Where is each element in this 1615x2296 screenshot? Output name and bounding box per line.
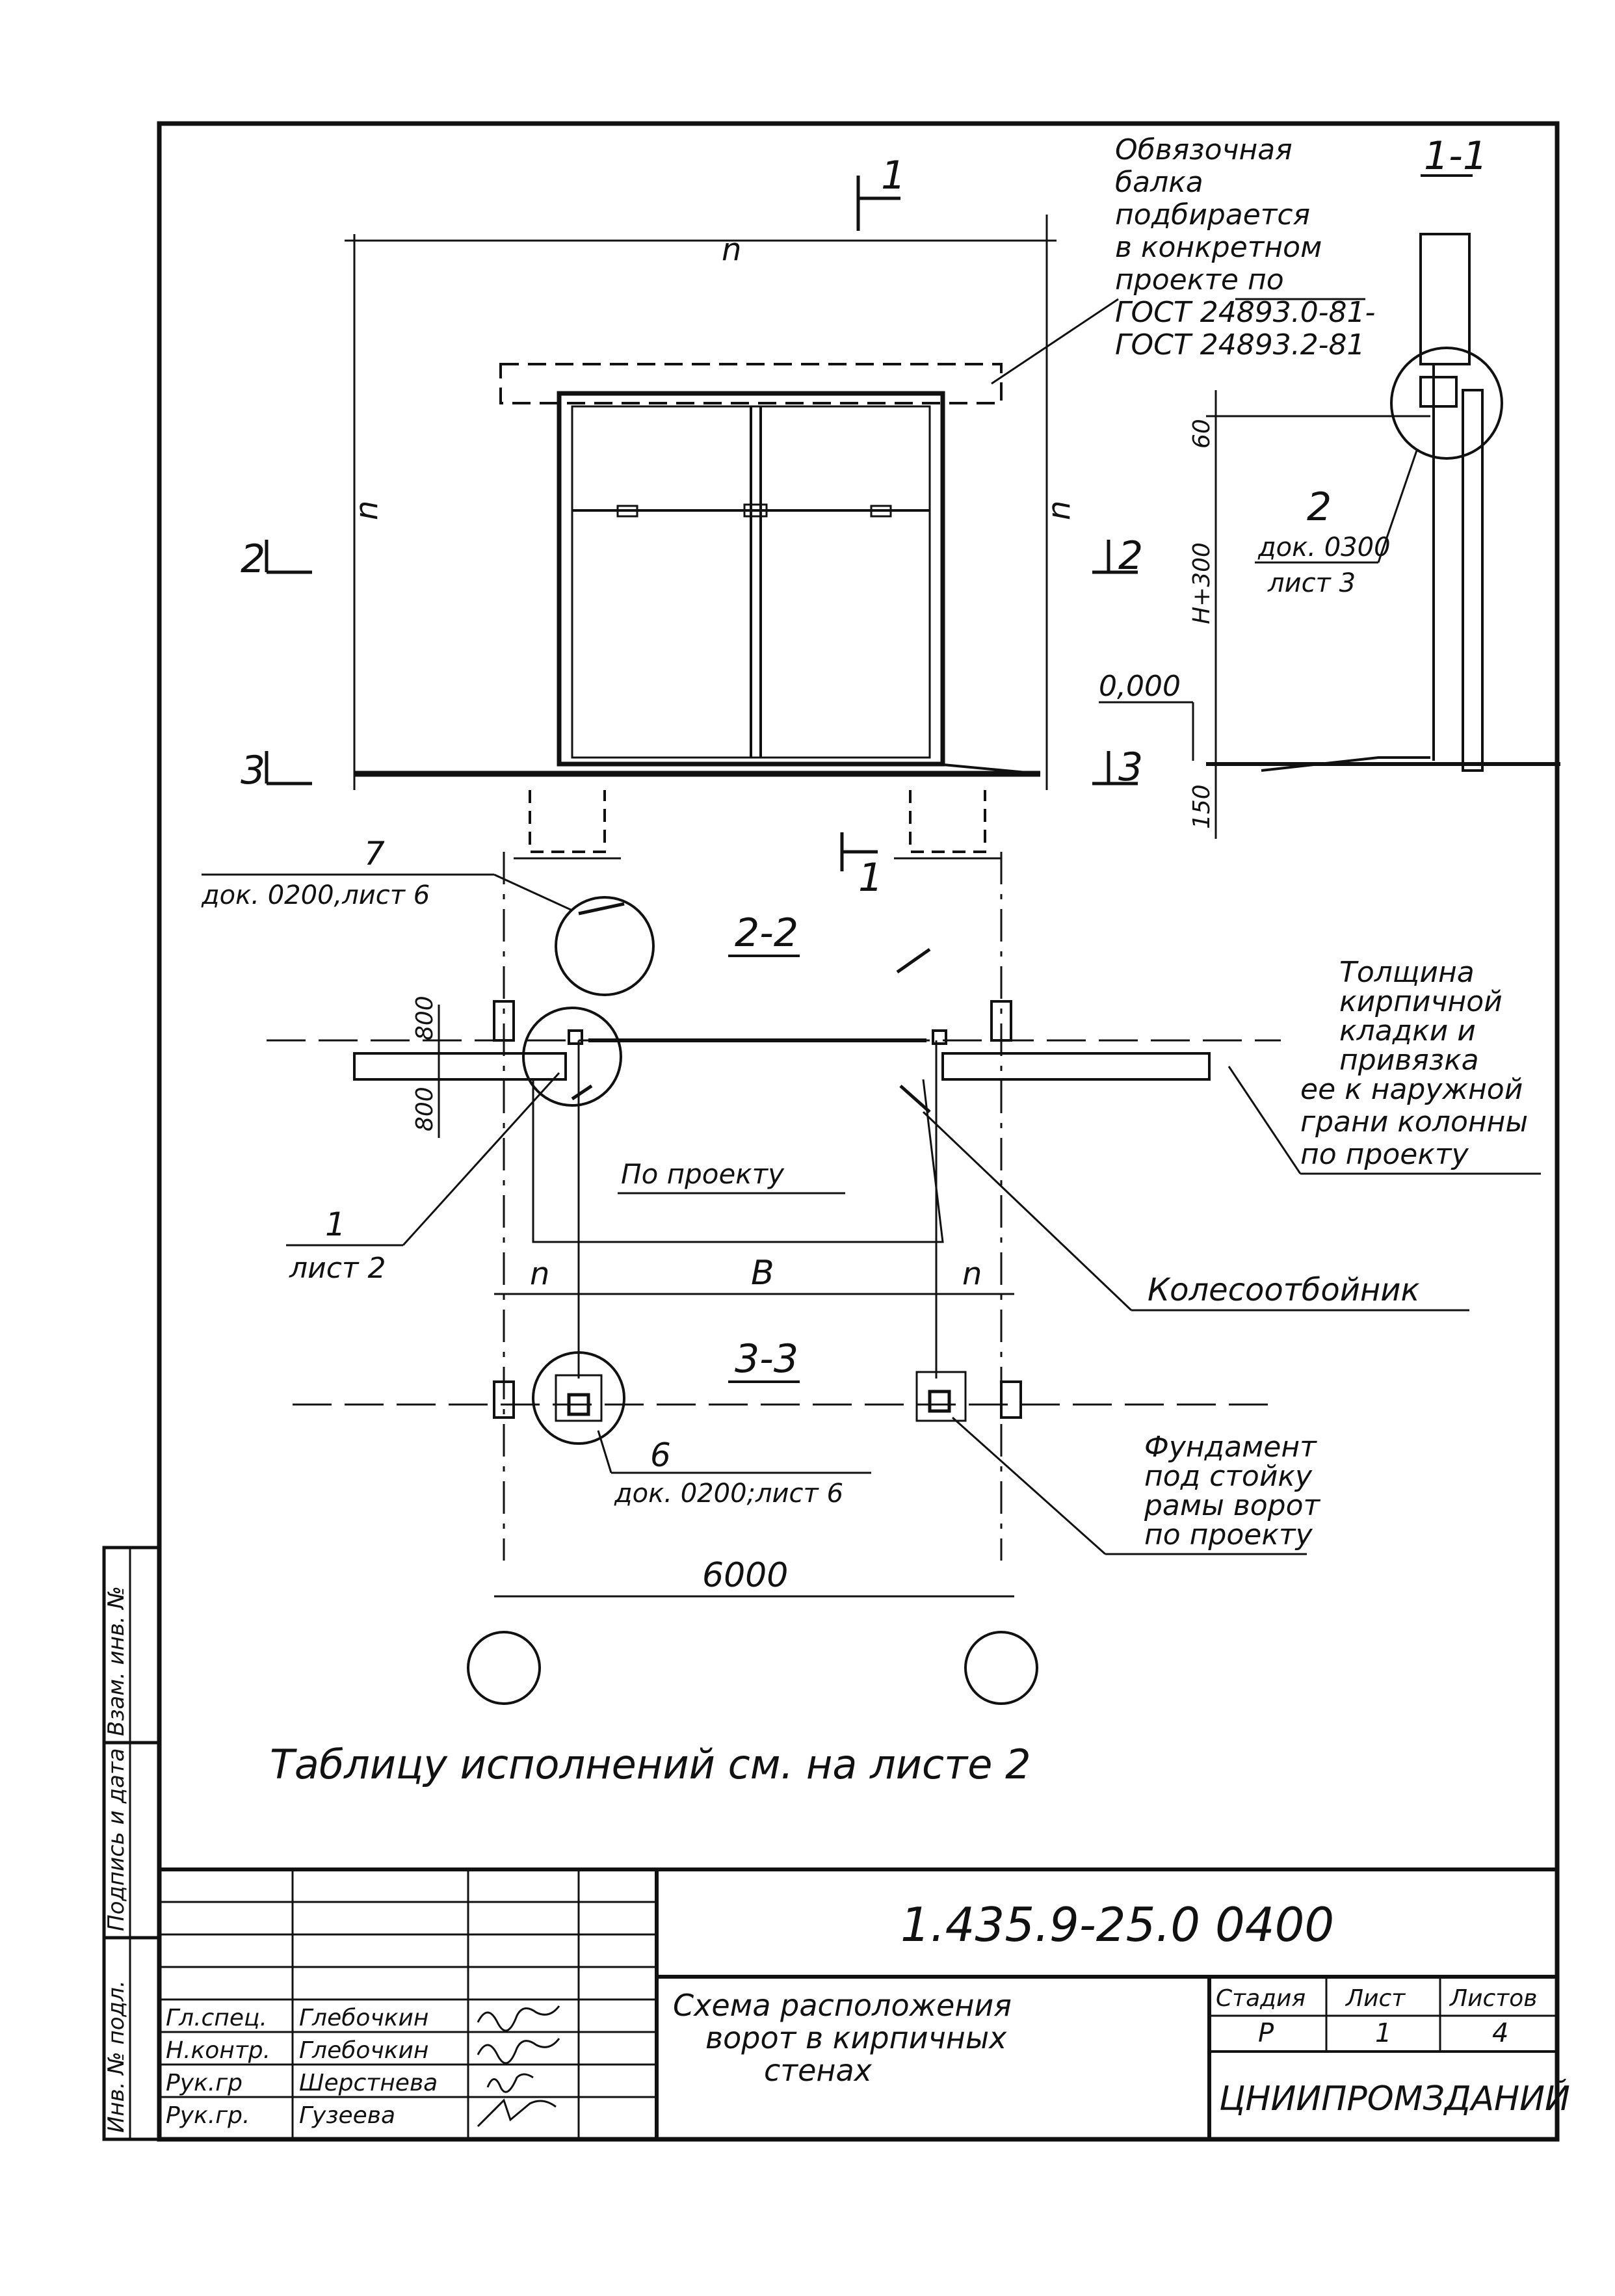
ref6-doc: док. 0200;лист 6: [614, 1479, 843, 1509]
ref2-doc: док. 0300: [1257, 533, 1391, 562]
dim-n-right: n: [1041, 501, 1077, 520]
dim-800-bot: 800: [412, 1087, 438, 1131]
title-block: 1.435.9-25.0 0400 Схема расположения вор…: [159, 1867, 1570, 2139]
dim-n-1: n: [530, 1256, 549, 1292]
ref6-num: 6: [650, 1436, 671, 1474]
sheet-title: Схема расположения ворот в кирпичных сте…: [673, 1988, 1021, 2088]
cut-mark-bottom: 1: [858, 855, 883, 901]
sheet-value: 1: [1375, 2018, 1391, 2048]
cut3-left: 3: [241, 748, 265, 793]
section-33-title: 3-3: [735, 1336, 798, 1382]
sidebar-stamp: Взам. инв. № Подпись и дата Инв. № подл.: [102, 1546, 161, 2141]
ref1-sheet: лист 2: [289, 1252, 386, 1285]
tie-beam: [499, 363, 1003, 404]
brick-note: Толщина кирпичной кладки и привязка ее к…: [1300, 956, 1537, 1171]
section-1-1: 1-1 60 H+300 150 0,000 2 док. 0300 лист …: [1099, 133, 1560, 839]
sheets-value: 4: [1492, 2018, 1508, 2048]
role-3: Рук.гр: [166, 2070, 243, 2096]
ref2-num: 2: [1307, 484, 1332, 530]
name-3: Шерстнева: [299, 2070, 438, 2096]
axis-dimension: 6000: [467, 1556, 1038, 1705]
sheet-label: Лист: [1345, 1985, 1406, 2012]
name-4: Гузеева: [299, 2102, 395, 2129]
section-11-title: 1-1: [1424, 133, 1488, 179]
wheel-guard: Колесоотбойник: [1148, 1272, 1419, 1308]
dim-800-top: 800: [412, 996, 438, 1040]
gate-frame: [557, 391, 945, 767]
found-note: Фундамент под стойку рамы ворот по проек…: [1144, 1431, 1329, 1551]
po-proektu: По проекту: [621, 1158, 785, 1190]
ref7-num: 7: [364, 835, 385, 873]
org-name: ЦНИИПРОМЗДАНИЙ: [1219, 2079, 1570, 2118]
signature-1: [477, 2005, 560, 2032]
dim-150: 150: [1188, 784, 1215, 829]
signature-3: [486, 2073, 534, 2093]
table-note: Таблицу исполнений см. на листе 2: [270, 1741, 1031, 1788]
dim-60: 60: [1188, 419, 1215, 449]
role-4: Рук.гр.: [166, 2102, 250, 2129]
dim-n-left: n: [348, 501, 385, 520]
role-1: Гл.спец.: [166, 2005, 267, 2031]
dim-n-2: n: [962, 1256, 982, 1292]
axis-bubble-right: [964, 1631, 1038, 1705]
beam-note: Обвязочная балка подбирается в конкретно…: [991, 133, 1384, 385]
section-2-2: 2-2 800 800 7 док. 0200,лист 6 По проект…: [201, 835, 1541, 1312]
sheets-label: Листов: [1449, 1985, 1537, 2012]
ref7-doc: док. 0200,лист 6: [201, 880, 430, 910]
stage-label: Стадия: [1216, 1985, 1306, 2012]
stage-value: Р: [1258, 2018, 1274, 2048]
dim-h300: H+300: [1188, 542, 1215, 624]
dim-B: B: [751, 1254, 774, 1293]
cut3-right: 3: [1118, 745, 1143, 790]
ref2-sheet: лист 3: [1267, 568, 1356, 598]
signature-2: [477, 2038, 560, 2065]
cut-mark-top: 1: [881, 153, 906, 198]
doc-code: 1.435.9-25.0 0400: [900, 1897, 1334, 1952]
svg-text:Обвязочная балка п: Обвязочная балка подбирается в конкретно…: [1115, 133, 1384, 362]
sidebar-inv: Инв. № подл.: [103, 1980, 129, 2133]
name-1: Глебочкин: [299, 2005, 428, 2031]
section-22-title: 2-2: [735, 910, 798, 956]
section-3-3: 3-3 6 док. 0200;лист 6 Фундамент под сто…: [293, 1336, 1329, 1555]
sidebar-podpis: Подпись и дата: [103, 1748, 129, 1931]
dim-6000: 6000: [702, 1556, 788, 1595]
axis-bubble-left: [467, 1631, 541, 1705]
gate-elevation: n n n 1 2 2 3 3 1: [241, 153, 1143, 901]
plan-dimensions: n B n: [494, 852, 1014, 1561]
signature-4: [477, 2098, 557, 2128]
elev-zero: 0,000: [1099, 670, 1181, 703]
sheet-frame: [157, 121, 1560, 2142]
role-2: Н.контр.: [166, 2037, 270, 2064]
name-2: Глебочкин: [299, 2037, 428, 2064]
ref1-num: 1: [325, 1206, 346, 1243]
dim-n-top: n: [722, 231, 741, 268]
cut2-right: 2: [1118, 533, 1143, 579]
cut2-left: 2: [241, 536, 265, 582]
sidebar-vzam: Взам. инв. №: [103, 1586, 129, 1736]
